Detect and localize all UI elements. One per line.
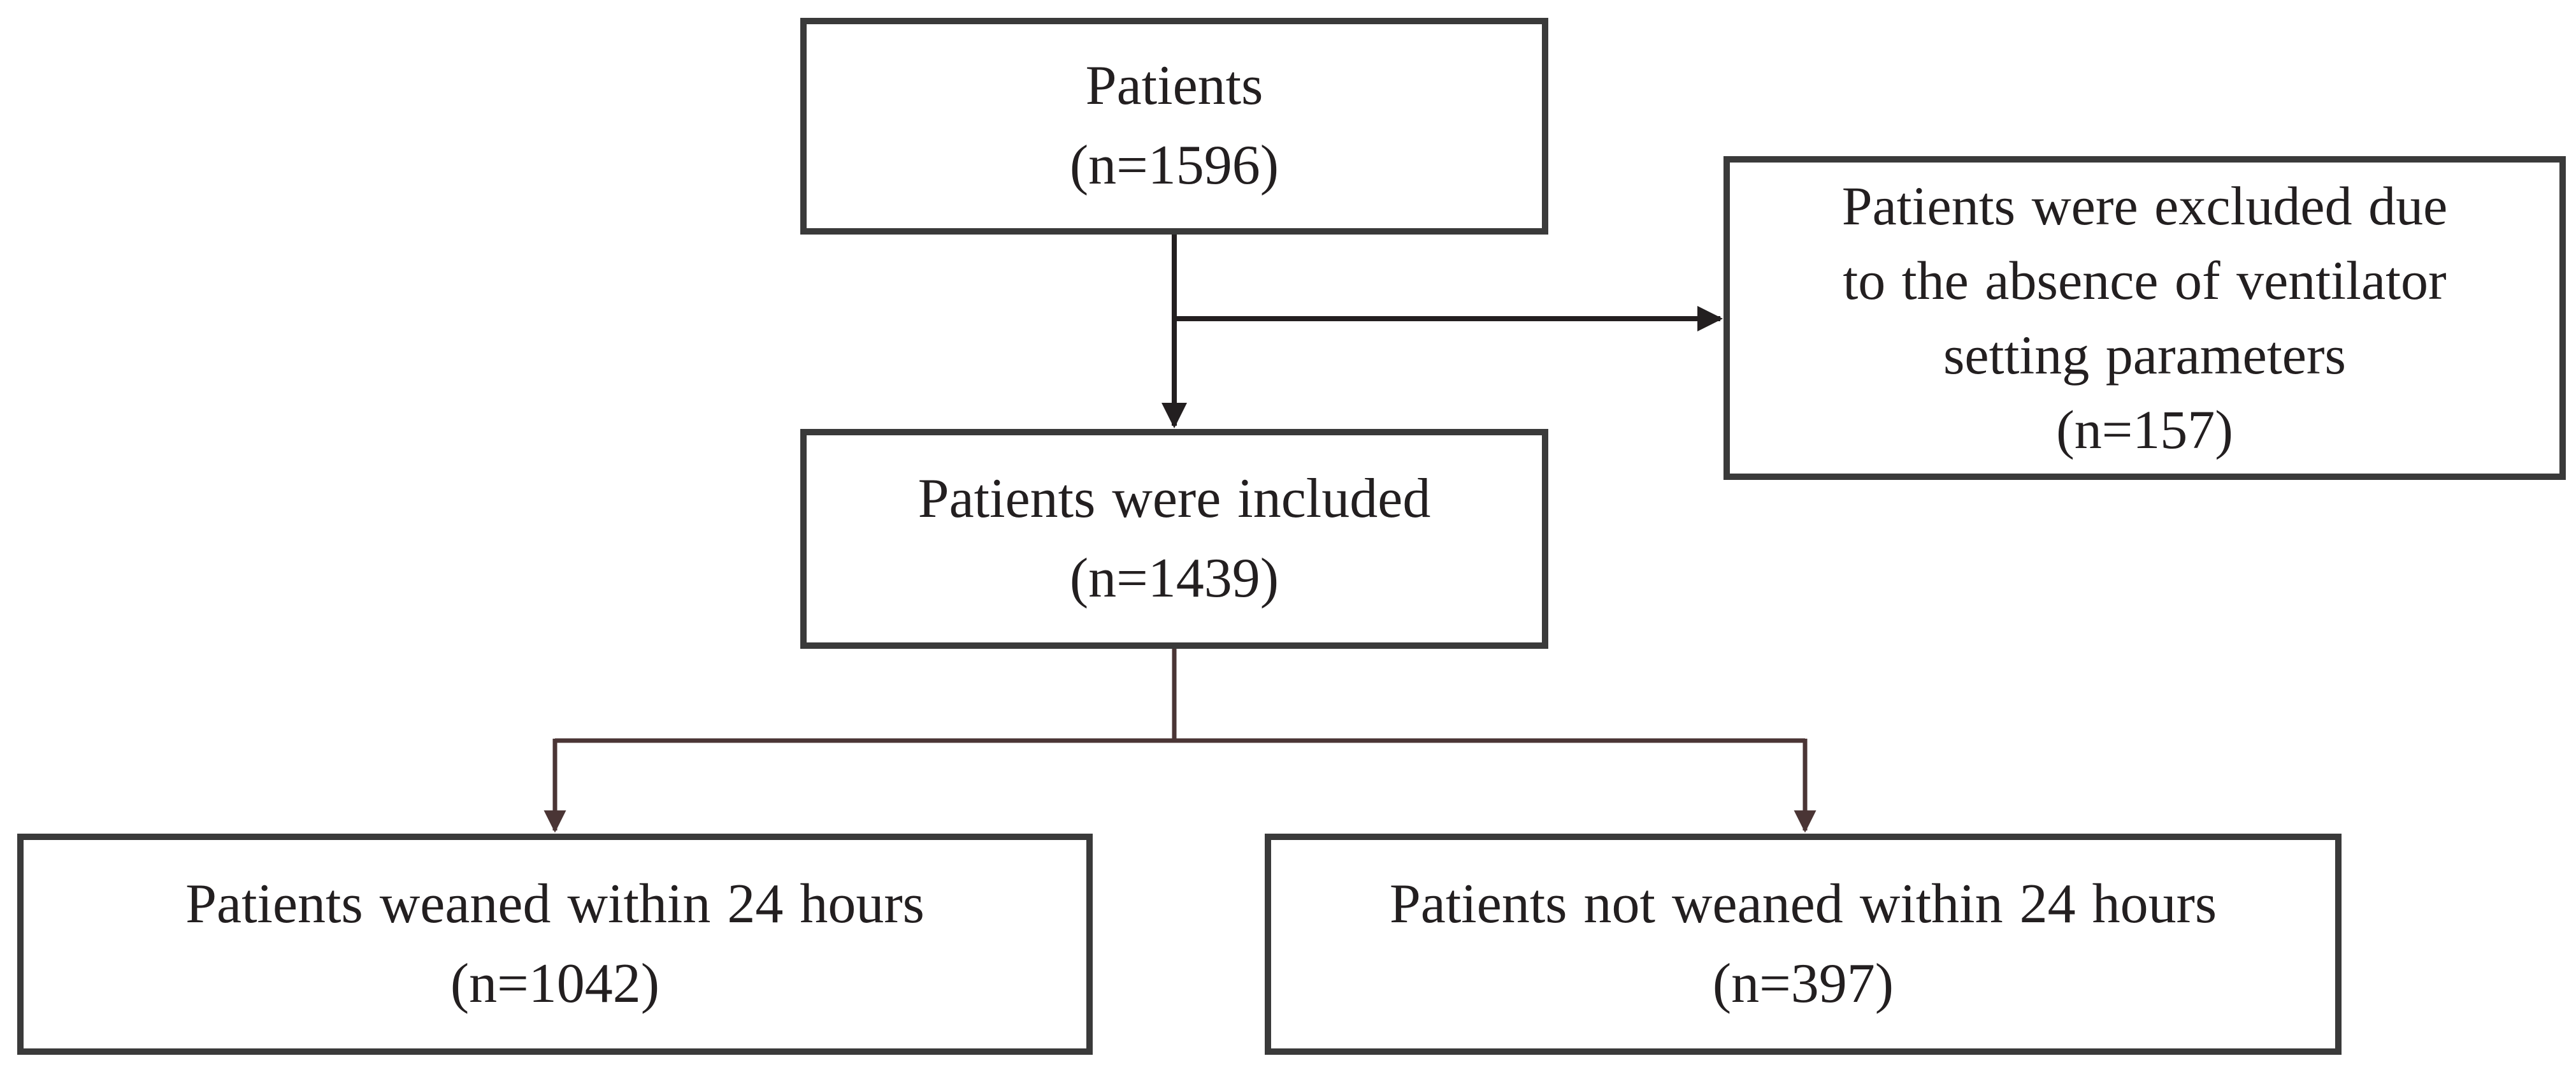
node-not-weaned-count: (n=397) (1712, 952, 1894, 1015)
node-excluded-line-2: to the absence of ventilator (1843, 250, 2447, 312)
node-excluded: Patients were excluded due to the absenc… (1723, 156, 2566, 480)
node-patients-count: (n=1596) (1069, 134, 1279, 196)
node-patients-label: Patients (1085, 55, 1263, 117)
node-excluded-line-3: setting parameters (1943, 324, 2347, 386)
node-weaned: Patients weaned within 24 hours (n=1042) (17, 834, 1093, 1055)
node-included-label: Patients were included (917, 467, 1431, 530)
node-not-weaned: Patients not weaned within 24 hours (n=3… (1265, 834, 2342, 1055)
node-included-count: (n=1439) (1069, 547, 1279, 609)
node-not-weaned-label: Patients not weaned within 24 hours (1389, 873, 2217, 935)
node-patients: Patients (n=1596) (800, 18, 1548, 235)
node-excluded-line-1: Patients were excluded due (1841, 175, 2448, 237)
node-excluded-count: (n=157) (2056, 398, 2233, 460)
node-included: Patients were included (n=1439) (800, 429, 1548, 649)
node-weaned-label: Patients weaned within 24 hours (185, 873, 925, 935)
node-weaned-count: (n=1042) (450, 952, 660, 1015)
